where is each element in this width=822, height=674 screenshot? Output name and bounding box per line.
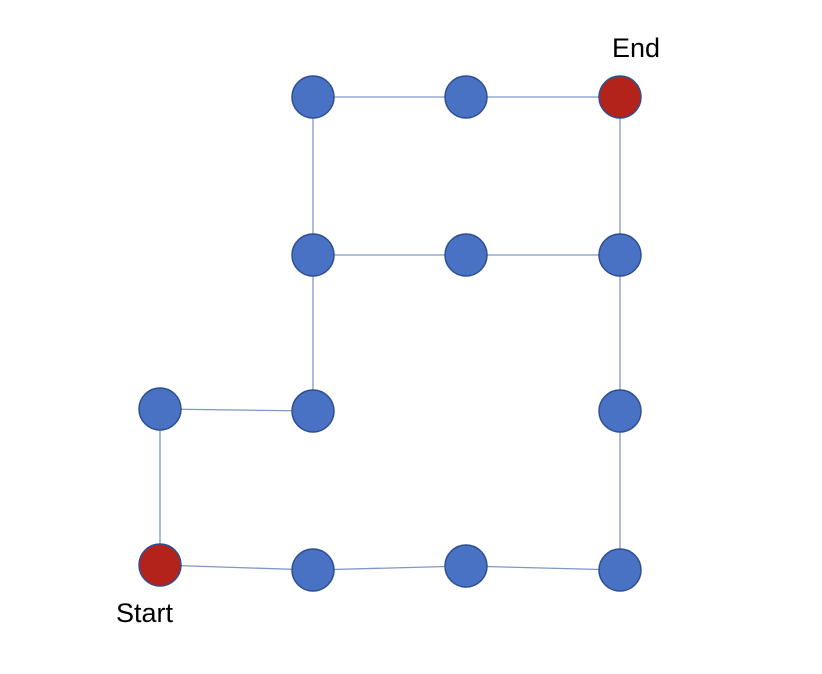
edge-layer [159,96,621,571]
start-node [138,543,182,587]
graph-node [444,544,488,588]
graph-node [598,548,642,592]
edge-n1-n2 [312,565,467,571]
graph-node [598,389,642,433]
graph-node [291,389,335,433]
graph-node [444,233,488,277]
edge-n2-n3 [465,565,621,571]
graph-node [598,233,642,277]
graph-node [291,75,335,119]
graph-node [291,233,335,277]
end-node [598,75,642,119]
edge-n5-n6 [159,408,314,412]
graph-node [138,387,182,431]
end-label: End [612,33,660,63]
start-label: Start [116,598,174,628]
edge-start-n1 [159,564,314,571]
graph-node [444,75,488,119]
node-layer [138,75,642,592]
graph-node [291,548,335,592]
